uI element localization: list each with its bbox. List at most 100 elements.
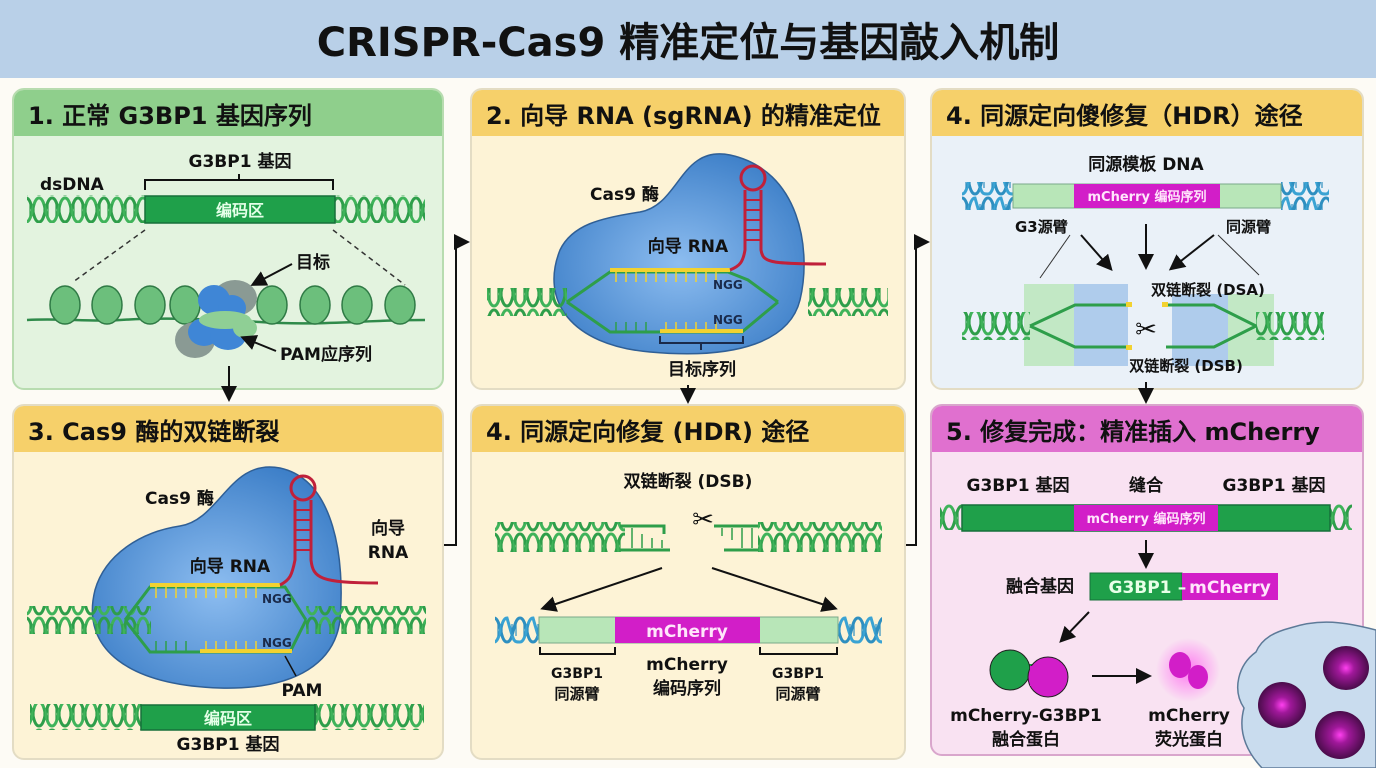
dsdna-label: dsDNA: [40, 175, 105, 195]
gene-label: G3BP1 基因: [189, 151, 292, 172]
dna-helix-left: [27, 195, 147, 223]
guide-rna-inner-label: 向导 RNA: [190, 556, 271, 577]
dsb-label: 双链断裂 (DSB): [624, 471, 753, 492]
arm-line: [1217, 234, 1260, 276]
fusion-mcherry-box: [1182, 573, 1278, 600]
nucleosome: [169, 285, 201, 325]
sgrna-hairpin-icon: [729, 164, 827, 272]
nucleosome: [299, 285, 331, 325]
scissors-icon: ✂: [1135, 315, 1157, 345]
scissors-icon: ✂: [692, 505, 714, 535]
target-label: 目标: [296, 252, 330, 273]
fusion-protein-label-2: 融合蛋白: [992, 729, 1060, 750]
panel-title: 1. 正常 G3BP1 基因序列: [14, 90, 442, 136]
cell-illustration: [1237, 621, 1376, 768]
right-arm-label-1: G3BP1: [772, 666, 824, 682]
nucleosome: [91, 285, 123, 325]
coding-region-label: 编码区: [216, 201, 264, 220]
nucleosome: [341, 285, 373, 325]
base-pairs-top: [155, 587, 257, 598]
arrow-p4b-p4a: [906, 234, 930, 546]
cas9-label: Cas9 酶: [590, 184, 659, 205]
zoom-line-left: [72, 229, 146, 283]
dna-helix-left: [487, 288, 567, 316]
fusion-protein-icon: [989, 649, 1069, 698]
mcherry-coding-label: mCherry 编码序列: [1088, 189, 1207, 205]
guide-rna-outer-label-1: 向导: [371, 518, 405, 539]
pam-label: PAM: [282, 681, 323, 701]
dna-helix-left: [495, 522, 625, 552]
fusion-g3bp1-box: [1089, 572, 1183, 601]
nucleosomes: [49, 285, 416, 325]
homology-region-left: [1074, 284, 1128, 366]
coding-region-label: 编码区: [204, 709, 252, 728]
sgrna-hairpin-icon: [279, 474, 379, 587]
fusion-mcherry-label: mCherry: [1189, 578, 1271, 598]
pam-pointer: [284, 655, 297, 677]
cut-end-left: [620, 524, 670, 552]
left-arm-label: G3源臂: [1015, 218, 1068, 236]
flow-arrows: [221, 234, 1154, 546]
fusion-g3bp1-label: G3BP1: [1108, 578, 1171, 598]
nucleosome: [134, 285, 166, 325]
template-helix-right: [836, 616, 882, 644]
left-arm-label-2: 同源臂: [554, 685, 599, 703]
coding-region-box: [144, 195, 336, 224]
gene-right-label: G3BP1 基因: [1223, 475, 1326, 496]
mcherry-label: mCherry: [646, 622, 728, 642]
arrow-to-left-arm: [540, 567, 663, 612]
center-label-1: mCherry: [646, 655, 728, 675]
panel-title: 2. 向导 RNA (sgRNA) 的精准定位: [472, 90, 904, 136]
dna-helix-right: [1256, 312, 1324, 340]
dsb-label: 双链断裂 (DSB): [1129, 357, 1243, 375]
nucleosome: [49, 285, 81, 325]
dna-helix-left: [962, 312, 1030, 340]
diag-arrow: [1059, 611, 1090, 643]
fusion-gene-label: 融合基因: [1006, 576, 1074, 597]
gene-bracket: [144, 174, 334, 190]
template-helix-left: [962, 182, 1014, 210]
left-arm-label-1: G3BP1: [551, 666, 603, 682]
p4b-diagram: 双链断裂 (DSB) ✂ mCherry G3BP1 同源臂 mCherry 编…: [495, 471, 882, 703]
target-seq-label: 目标序列: [668, 359, 736, 380]
guide-rna-label: 向导 RNA: [648, 236, 729, 257]
template-helix-right: [1281, 182, 1329, 210]
center-label-2: 编码序列: [653, 678, 721, 699]
gene-label: G3BP1 基因: [177, 734, 280, 755]
nucleosome: [256, 285, 288, 325]
nucleus: [1323, 646, 1369, 690]
nucleosome: [384, 285, 416, 325]
pam-label: PAM应序列: [280, 344, 372, 365]
cas9-label: Cas9 酶: [145, 488, 214, 509]
dna-helix-left: [940, 504, 962, 530]
cas9-enzyme-shape: [553, 153, 805, 355]
target-seq-bracket: [659, 336, 744, 350]
p1-diagram: dsDNA G3BP1 基因 编码区 目标: [26, 151, 426, 365]
mcherry-insert-box: [1074, 505, 1218, 531]
dna-helix-right: [1330, 504, 1352, 530]
ngg-top-label: NGG: [262, 592, 292, 606]
panel-title: 3. Cas9 酶的双链断裂: [14, 406, 442, 452]
coding-region-box: [140, 704, 316, 731]
nucleus: [1258, 682, 1306, 728]
mcherry-coding-box: [1074, 184, 1220, 208]
p5-diagram: G3BP1 基因 缝合 G3BP1 基因 mCherry 编码序列 融合基因 G…: [940, 475, 1352, 750]
p3-diagram: Cas9 酶 向导 RNA 向导 RNA NGG NGG PA: [27, 466, 426, 755]
title-banner: CRISPR-Cas9 精准定位与基因敲入机制: [0, 0, 1376, 78]
arrow-to-right-arm: [711, 567, 838, 612]
arm-arrow-left: [1080, 234, 1113, 272]
zoom-line-right: [332, 229, 406, 286]
cut-end-right: [714, 524, 760, 552]
dna-helix-right: [333, 195, 425, 223]
pam-arrow: [240, 335, 277, 352]
p2-diagram: Cas9 酶 向导 RNA NGG NGG 目标序列: [487, 153, 888, 380]
dna-helix-right: [314, 704, 424, 730]
dna-helix-right: [758, 522, 882, 552]
dsa-label: 双链断裂 (DSA): [1151, 281, 1265, 299]
svg-text:–: –: [1178, 578, 1187, 598]
target-arrow: [250, 263, 293, 286]
join-label: 缝合: [1129, 475, 1164, 496]
fusion-protein-label-1: mCherry-G3BP1: [950, 706, 1102, 726]
panel-title: 4. 同源定向傻修复（HDR）途径: [932, 90, 1362, 136]
